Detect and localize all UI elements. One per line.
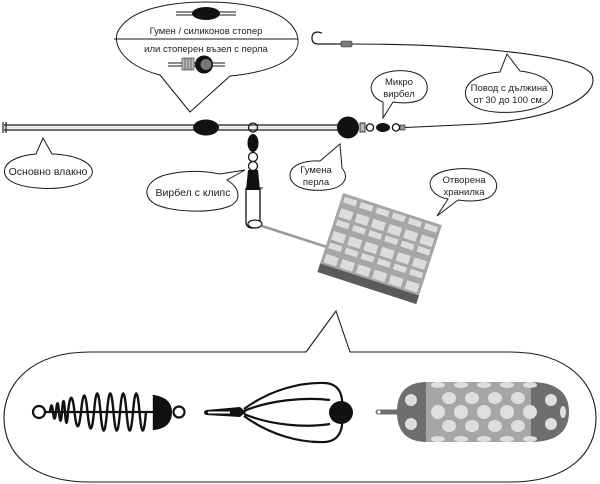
label-micro-swivel-2: вирбел xyxy=(383,89,414,100)
cage-cell xyxy=(376,258,391,268)
cage-cell xyxy=(423,223,439,233)
cage-cell xyxy=(359,202,374,212)
cage-cell xyxy=(335,219,350,230)
cage-cell xyxy=(355,264,372,277)
label-stopper-line2: или стоперен възел с перла xyxy=(144,44,268,55)
perforation-hole xyxy=(511,420,525,432)
leader-line xyxy=(351,43,594,129)
perforation-hole xyxy=(442,392,456,404)
label-swivel-clip: Вирбел с клипс xyxy=(156,187,231,199)
perforation-hole xyxy=(477,382,491,388)
cage-cell xyxy=(388,274,404,288)
perforation-hole xyxy=(477,405,491,419)
label-stopper-line1: Гумен / силиконов стопер xyxy=(150,26,263,37)
callout-rubber-bead: Гумена перла xyxy=(289,142,346,191)
label-micro-swivel-1: Микро xyxy=(385,77,413,88)
cage-cell xyxy=(419,234,435,248)
hook-knot xyxy=(340,40,353,48)
label-rubber-bead-1: Гумена xyxy=(300,165,332,176)
perforation-hole xyxy=(454,436,468,442)
perforation-hole xyxy=(431,382,445,388)
perforation-hole xyxy=(431,436,445,442)
perforation-hole xyxy=(523,382,537,388)
cage-cell xyxy=(403,229,419,242)
label-main-line: Основно влакно xyxy=(9,166,88,178)
cage-cell xyxy=(339,259,355,272)
perforation-hole xyxy=(523,436,537,442)
cage-cell xyxy=(407,217,422,228)
perforation-hole xyxy=(477,436,491,442)
callout-open-feeder: Отворена хранилка xyxy=(429,168,498,217)
cage-cell xyxy=(363,241,379,255)
cage-cell xyxy=(404,280,420,293)
main-line xyxy=(2,122,345,133)
hook-icon xyxy=(311,31,341,45)
cage-cell xyxy=(328,242,343,253)
perforation-hole xyxy=(442,420,456,432)
cage-cell xyxy=(379,246,395,260)
callout-stopper: Гумен / силиконов стопер или стоперен въ… xyxy=(114,1,299,113)
perforation-hole xyxy=(405,394,417,406)
callout-swivel-clip: Вирбел с клипс xyxy=(146,169,246,212)
cage-cell xyxy=(360,252,375,263)
perforated-feeder-icon xyxy=(375,382,569,442)
perforation-hole xyxy=(465,392,479,404)
cage-cell xyxy=(372,269,388,283)
label-open-feeder-2: хранилка xyxy=(443,187,485,198)
perforation-hole xyxy=(454,382,468,388)
label-leader-1: Повод с дължина xyxy=(471,83,548,94)
perforation-hole xyxy=(511,392,525,404)
perforation-hole xyxy=(431,405,445,419)
feeder-link xyxy=(261,224,331,250)
cage-cell xyxy=(354,213,370,227)
stopper-knot-icon xyxy=(181,55,213,74)
cage-cell xyxy=(344,247,359,258)
cage-cell xyxy=(375,207,390,218)
cage-cell xyxy=(347,236,363,249)
perforation-hole xyxy=(500,382,514,388)
whisk-feeder-icon xyxy=(204,381,353,444)
swivel-clip-icon xyxy=(245,122,263,229)
perforation-hole xyxy=(488,420,502,432)
cage-cell xyxy=(395,252,411,265)
callout-leader: Повод с дължина от 30 до 100 см. xyxy=(464,52,554,113)
spring-feeder-icon xyxy=(31,392,186,432)
perforation-hole xyxy=(488,392,502,404)
cage-cell xyxy=(367,230,383,240)
rubber-bead-icon xyxy=(337,116,359,139)
perforation-hole xyxy=(465,420,479,432)
callout-main-line: Основно влакно xyxy=(3,136,93,189)
perforation-hole xyxy=(523,405,537,419)
cage-cell xyxy=(416,245,431,256)
label-rubber-bead-2: перла xyxy=(303,177,330,188)
cage-cell xyxy=(384,235,399,246)
cage-cell xyxy=(351,224,367,235)
cage-cell xyxy=(391,212,406,223)
perforation-hole xyxy=(405,418,417,430)
cage-cell xyxy=(343,196,358,207)
cage-cell xyxy=(338,208,354,221)
label-open-feeder-1: Отворена xyxy=(442,175,486,186)
perforation-hole xyxy=(500,405,514,419)
cage-cell xyxy=(323,253,339,267)
cage-cell xyxy=(411,257,428,270)
cage-cell xyxy=(331,231,347,244)
perforation-hole xyxy=(500,436,514,442)
label-leader-2: от 30 до 100 см. xyxy=(473,95,544,106)
perforation-hole xyxy=(545,418,557,430)
perforation-hole xyxy=(454,405,468,419)
perforation-hole xyxy=(545,394,557,406)
cage-cell xyxy=(400,240,415,251)
open-cage-feeder-icon xyxy=(317,193,442,305)
cage-cell xyxy=(386,223,403,237)
cage-cell xyxy=(392,263,408,274)
callout-micro-swivel: Микро вирбел xyxy=(370,70,428,120)
cage-cell xyxy=(370,218,386,232)
stopper-oval-icon xyxy=(192,7,220,20)
rubber-stopper-icon xyxy=(193,119,219,136)
micro-swivel-icon xyxy=(359,122,406,133)
perforation-hole xyxy=(560,406,566,418)
cage-cell xyxy=(409,268,424,279)
